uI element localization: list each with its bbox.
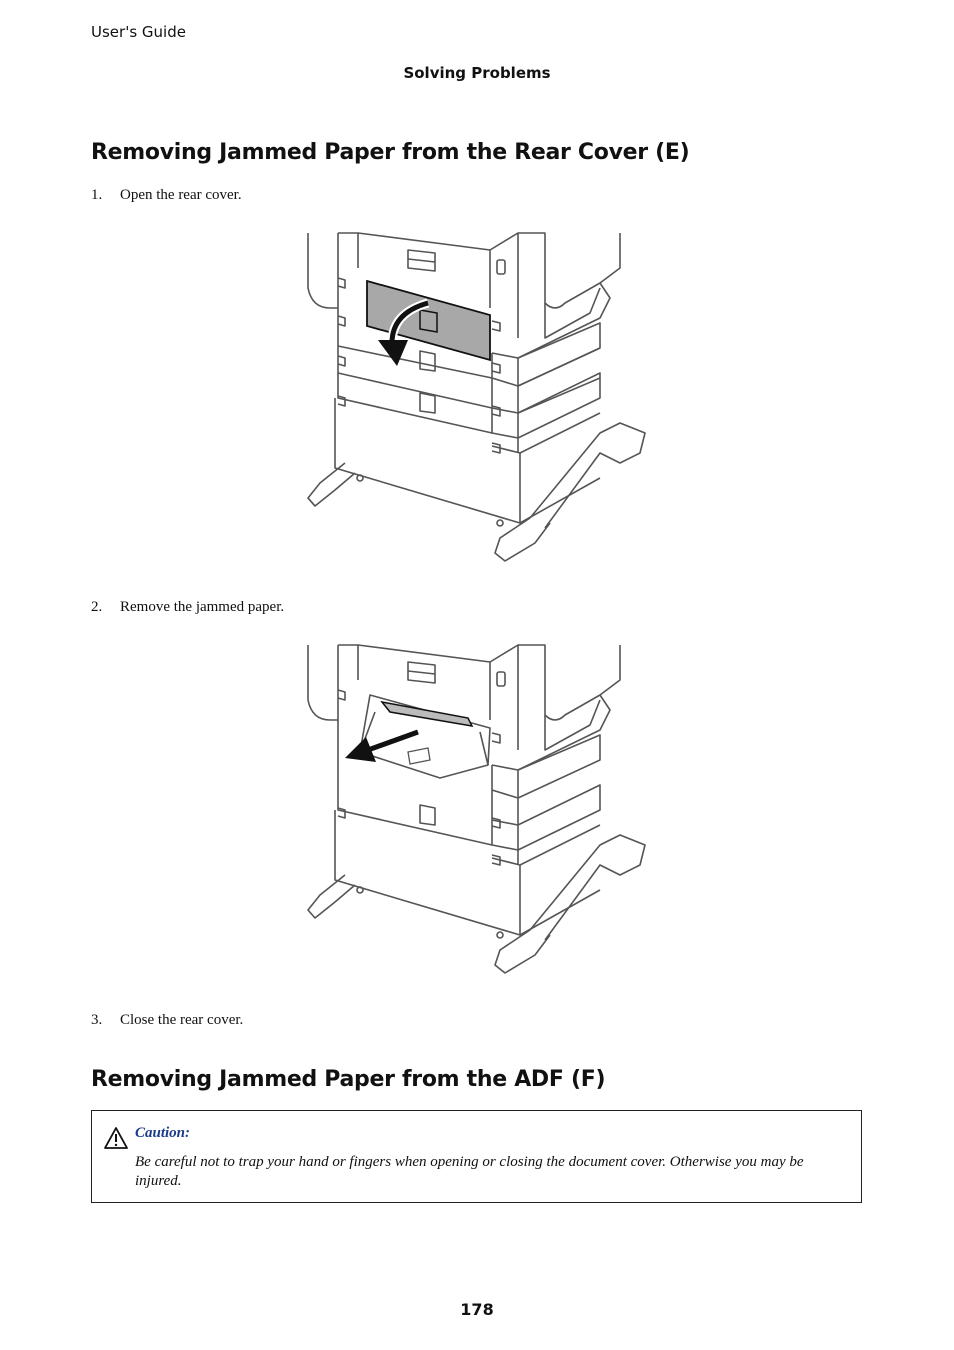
warning-triangle-icon (104, 1127, 128, 1149)
printer-remove-jammed-paper-illustration (307, 644, 646, 974)
section-heading-rear-cover: Removing Jammed Paper from the Rear Cove… (91, 140, 690, 165)
step-number: 2. (91, 599, 103, 615)
running-header-guide-title: User's Guide (91, 23, 186, 41)
step-text: Open the rear cover. (120, 187, 242, 203)
step-1: 1. Open the rear cover. (91, 187, 242, 204)
caution-box: Caution: Be careful not to trap your han… (91, 1110, 862, 1203)
caution-title: Caution: (135, 1125, 191, 1141)
step-number: 3. (91, 1012, 103, 1028)
page-number: 178 (460, 1300, 494, 1319)
step-number: 1. (91, 187, 103, 203)
step-2: 2. Remove the jammed paper. (91, 599, 284, 616)
section-heading-adf: Removing Jammed Paper from the ADF (F) (91, 1067, 606, 1092)
caution-text: Be careful not to trap your hand or fing… (135, 1154, 804, 1189)
step-text: Remove the jammed paper. (120, 599, 285, 615)
step-3: 3. Close the rear cover. (91, 1012, 243, 1029)
running-header-section: Solving Problems (403, 64, 551, 82)
step-text: Close the rear cover. (120, 1012, 244, 1028)
printer-rear-cover-open-illustration (307, 232, 646, 562)
